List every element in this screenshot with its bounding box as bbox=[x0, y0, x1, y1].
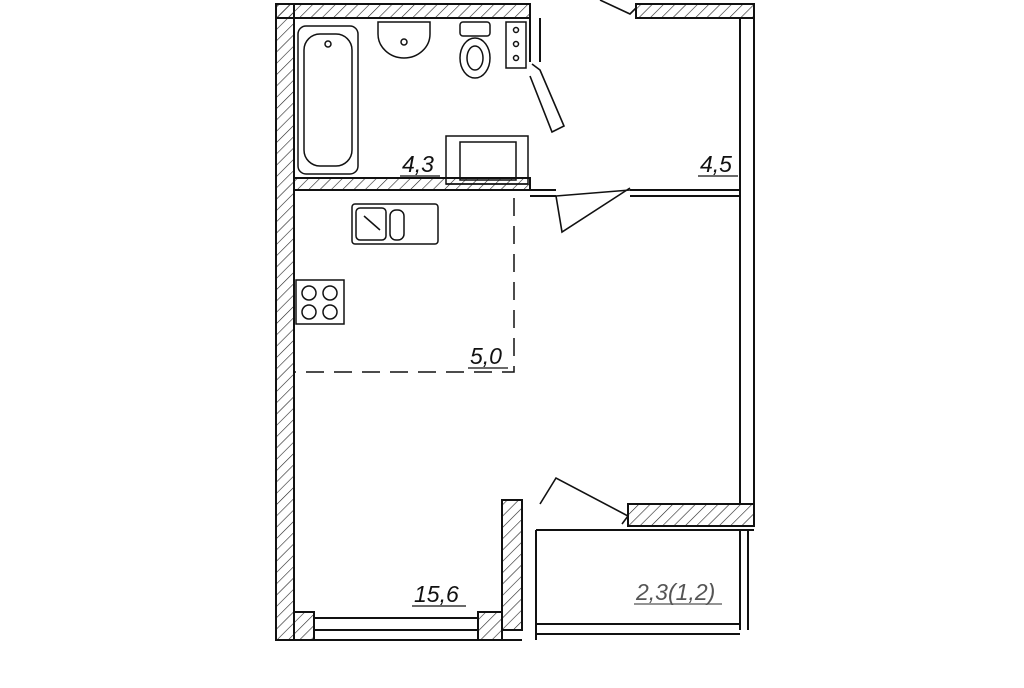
burner bbox=[322, 304, 338, 320]
area-labels: 4,3 4,5 5,0 15,6 2,3(1,2) bbox=[400, 151, 738, 607]
bathroom-door bbox=[529, 63, 566, 134]
sink bbox=[377, 21, 431, 59]
bathroom-partition bbox=[293, 177, 531, 191]
kitchen-zone-outline bbox=[294, 198, 515, 373]
balcony-wall-pillar bbox=[501, 499, 523, 631]
interior-lines bbox=[276, 4, 755, 641]
burner bbox=[322, 285, 338, 301]
hallway-area-label: 4,5 bbox=[700, 151, 732, 177]
balcony-area-label: 2,3(1,2) bbox=[635, 579, 715, 605]
top-wall-left bbox=[275, 3, 531, 19]
bathtub bbox=[297, 25, 359, 175]
tub-drain bbox=[324, 40, 332, 48]
balcony-door bbox=[539, 476, 630, 525]
top-wall-right bbox=[635, 3, 755, 19]
kitchen-area-label: 5,0 bbox=[470, 343, 502, 369]
bathroom-fixtures bbox=[297, 21, 529, 185]
window-pier-left bbox=[293, 611, 315, 641]
toilet bbox=[459, 37, 491, 79]
utility-box bbox=[505, 21, 527, 69]
stove bbox=[295, 279, 345, 325]
kitchen-sink bbox=[351, 203, 439, 245]
burner bbox=[301, 285, 317, 301]
kitchen-fixtures bbox=[295, 203, 439, 325]
balcony-top-wall bbox=[627, 503, 755, 527]
exterior-walls bbox=[275, 3, 755, 641]
window-pier-right bbox=[477, 611, 503, 641]
bathroom-area-label: 4,3 bbox=[402, 151, 434, 177]
living-room-area-label: 15,6 bbox=[414, 581, 459, 607]
toilet-tank bbox=[459, 21, 491, 37]
doors bbox=[529, 0, 637, 525]
left-wall bbox=[275, 3, 295, 641]
burner bbox=[301, 304, 317, 320]
entrance-door bbox=[599, 0, 637, 15]
hallway-door bbox=[555, 187, 631, 234]
